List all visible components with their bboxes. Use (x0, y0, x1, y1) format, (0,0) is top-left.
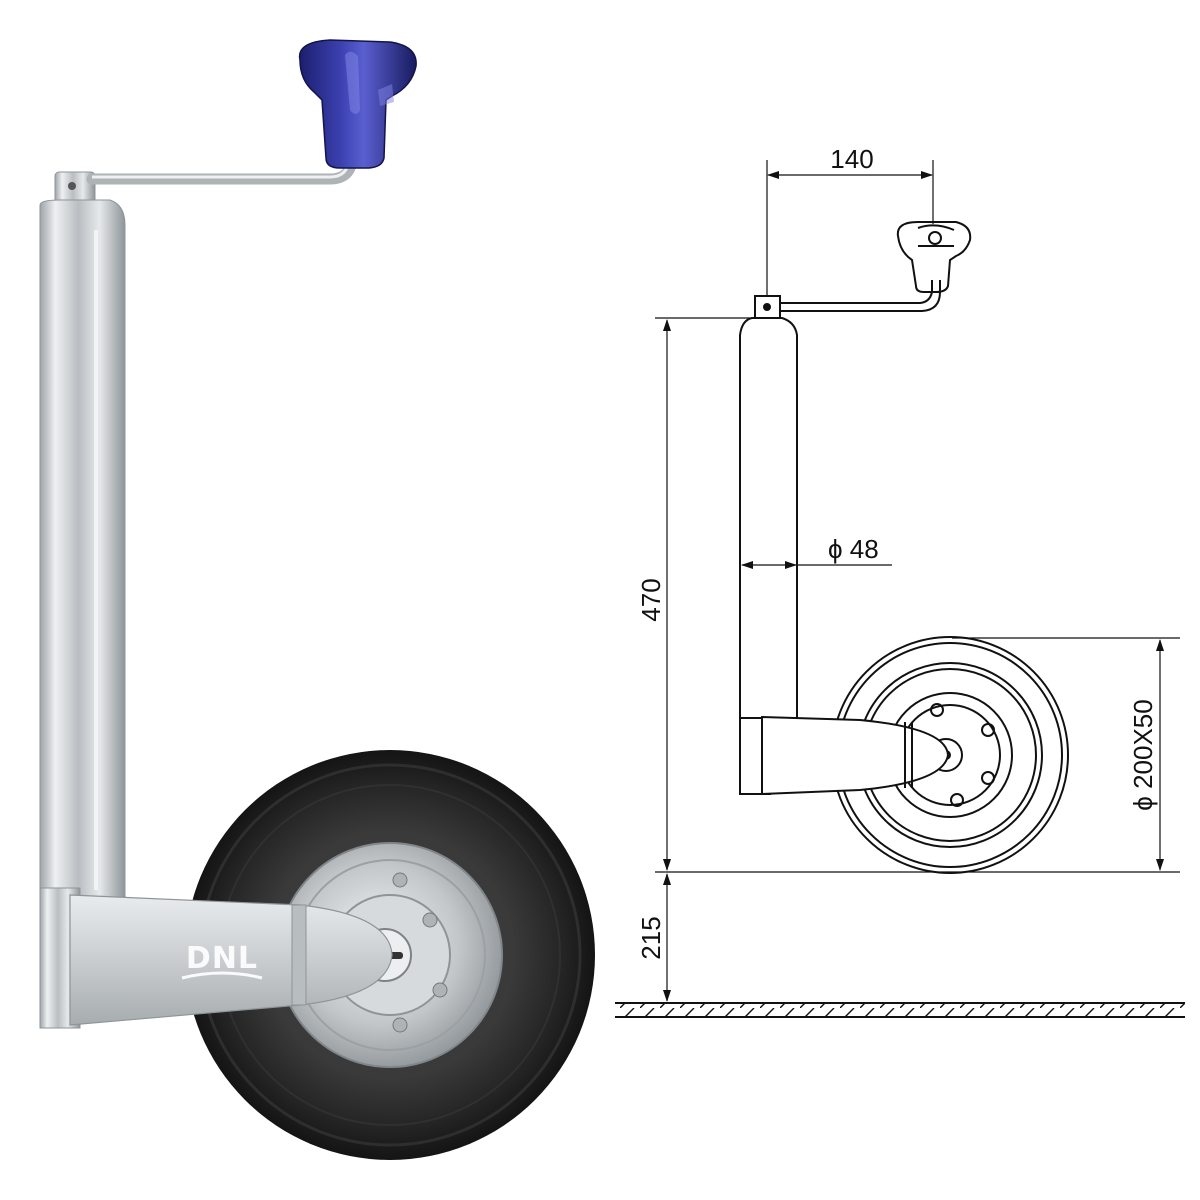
drawing-crank (754, 221, 972, 319)
dim-wheel-size: ϕ 200X50 (1128, 699, 1158, 810)
dim-tube-diameter: ϕ 48 (828, 534, 879, 564)
drawing-bracket (761, 715, 950, 796)
main-tube (39, 199, 126, 1029)
crank-knob (298, 39, 417, 169)
brand-logo: DNL (181, 941, 263, 980)
product-render: DNL (39, 39, 595, 1160)
dimension-labels: 140 ϕ 48 470 ϕ 200X50 215 (636, 144, 1158, 960)
extension-lines (655, 160, 1180, 873)
dim-crank-offset: 140 (830, 144, 873, 174)
dimension-lines (663, 171, 1164, 1002)
dim-total-height: 470 (636, 578, 666, 621)
dim-ground-clearance: 215 (636, 916, 666, 959)
wheel-bracket (69, 894, 393, 1026)
ground-line (615, 1002, 1185, 1018)
brand-logo-text: DNL (186, 941, 258, 976)
technical-drawing (615, 160, 1185, 1018)
